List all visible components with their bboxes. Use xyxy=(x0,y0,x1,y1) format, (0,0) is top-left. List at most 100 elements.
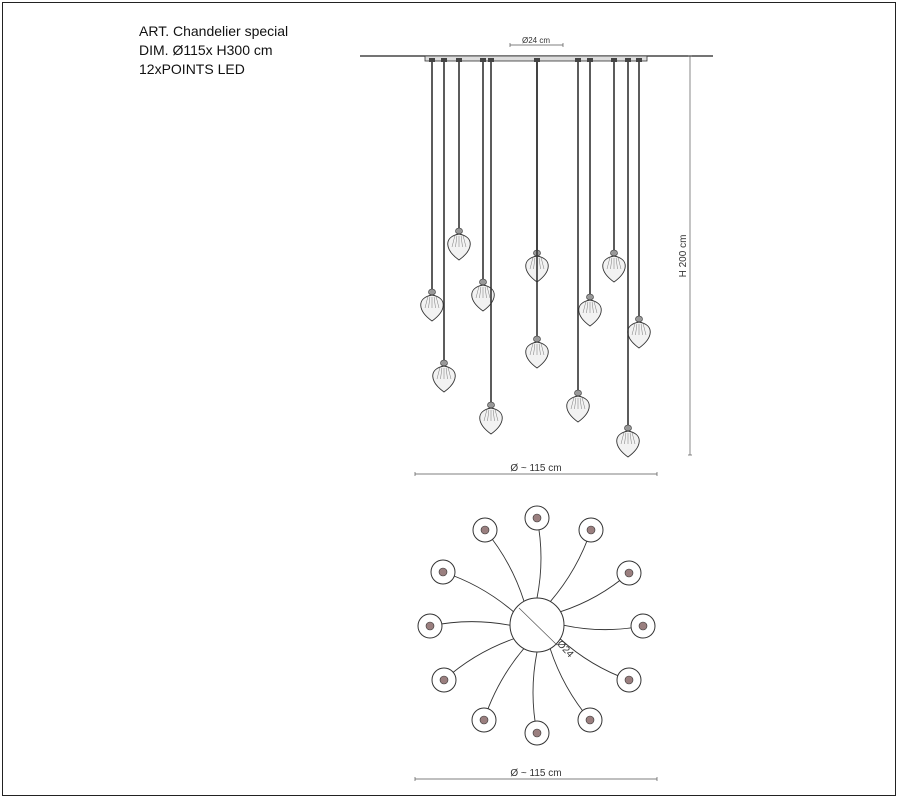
glass-rib xyxy=(574,397,577,410)
pendant xyxy=(525,58,549,369)
plan-light-center xyxy=(532,513,542,523)
plan-light-center xyxy=(624,568,634,578)
glass-rib xyxy=(581,397,586,410)
glass-rib xyxy=(475,286,480,299)
cord-grip xyxy=(441,58,447,62)
plan-light-center xyxy=(624,675,634,685)
glass-rib xyxy=(642,323,647,336)
cord-grip xyxy=(429,58,435,62)
glass-rib xyxy=(617,257,622,270)
pendant xyxy=(602,58,626,283)
glass-rib xyxy=(462,235,467,248)
glass-rib xyxy=(460,235,463,248)
elevation-view: Ø24 cm H 200 cm Ø ~ 115 cm xyxy=(360,36,713,477)
spec-article: ART. Chandelier special xyxy=(139,23,289,39)
glass-rib xyxy=(591,301,594,314)
pendant xyxy=(447,58,471,261)
height-dim-label: H 200 cm xyxy=(678,235,689,278)
glass-rib xyxy=(579,397,582,410)
glass-rib xyxy=(451,235,456,248)
pendant-cap xyxy=(455,227,463,235)
pendant xyxy=(616,58,640,458)
glass-rib xyxy=(620,432,625,445)
plan-light-center xyxy=(532,728,542,738)
pendant xyxy=(471,58,495,312)
glass-rib xyxy=(479,286,482,299)
pendant xyxy=(627,58,651,349)
glass-rib xyxy=(635,323,638,336)
pendant xyxy=(479,58,503,435)
pendant-cap xyxy=(635,315,643,323)
pendant-cap xyxy=(440,359,448,367)
glass-rib xyxy=(570,397,575,410)
pendant xyxy=(420,58,444,322)
pendant-cap xyxy=(533,335,541,343)
plan-light-center xyxy=(425,621,435,631)
canopy-dim-label: Ø24 cm xyxy=(522,36,550,45)
glass-rib xyxy=(582,301,587,314)
glass-rib xyxy=(631,323,636,336)
glass-rib xyxy=(492,409,495,422)
glass-rib xyxy=(640,323,643,336)
glass-rib xyxy=(484,286,487,299)
glass-rib xyxy=(533,343,536,356)
glass-rib xyxy=(424,296,429,309)
plan-light-center xyxy=(438,567,448,577)
glass-rib xyxy=(540,257,545,270)
cord-grip xyxy=(636,58,642,62)
glass-rib xyxy=(615,257,618,270)
cord-grip xyxy=(575,58,581,62)
glass-rib xyxy=(540,343,545,356)
cord-grip xyxy=(611,58,617,62)
glass-rib xyxy=(624,432,627,445)
glass-rib xyxy=(538,257,541,270)
plan-light-center xyxy=(586,525,596,535)
cord-grip xyxy=(534,58,540,62)
glass-rib xyxy=(435,296,440,309)
glass-rib xyxy=(486,286,491,299)
glass-rib xyxy=(440,367,443,380)
glass-rib xyxy=(629,432,632,445)
glass-rib xyxy=(606,257,611,270)
glass-rib xyxy=(529,257,534,270)
plan-width-dim-label: Ø ~ 115 cm xyxy=(510,768,561,779)
pendant-cap xyxy=(610,249,618,257)
glass-rib xyxy=(538,343,541,356)
glass-rib xyxy=(529,343,534,356)
pendant-cap xyxy=(624,424,632,432)
glass-rib xyxy=(433,296,436,309)
glass-rib xyxy=(494,409,499,422)
glass-rib xyxy=(586,301,589,314)
pendant-cap xyxy=(586,293,594,301)
cord-grip xyxy=(625,58,631,62)
plan-light-center xyxy=(585,715,595,725)
glass-rib xyxy=(533,257,536,270)
cord-grip xyxy=(480,58,486,62)
pendant-cap xyxy=(479,278,487,286)
pendant-cap xyxy=(487,401,495,409)
plan-light-center xyxy=(480,525,490,535)
plan-center-dim-line xyxy=(518,607,558,646)
glass-rib xyxy=(436,367,441,380)
plan-view: Ø24 Ø ~ 115 cm xyxy=(414,505,658,782)
pendant xyxy=(578,58,602,327)
spec-points: 12xPOINTS LED xyxy=(139,61,245,77)
glass-rib xyxy=(593,301,598,314)
glass-rib xyxy=(483,409,488,422)
cord-grip xyxy=(488,58,494,62)
glass-rib xyxy=(428,296,431,309)
cord-grip xyxy=(587,58,593,62)
plan-light-center xyxy=(439,675,449,685)
spec-block: ART. Chandelier special DIM. Ø115x H300 … xyxy=(139,22,288,79)
pendant xyxy=(566,58,590,423)
elevation-width-dim-label: Ø ~ 115 cm xyxy=(510,463,561,474)
glass-rib xyxy=(455,235,458,248)
spec-dimensions: DIM. Ø115x H300 cm xyxy=(139,42,273,58)
plan-light-center xyxy=(638,621,648,631)
pendant-cap xyxy=(428,288,436,296)
pendant xyxy=(432,58,456,393)
glass-rib xyxy=(445,367,448,380)
glass-rib xyxy=(631,432,636,445)
plan-center-dim-label: Ø24 xyxy=(554,639,575,661)
